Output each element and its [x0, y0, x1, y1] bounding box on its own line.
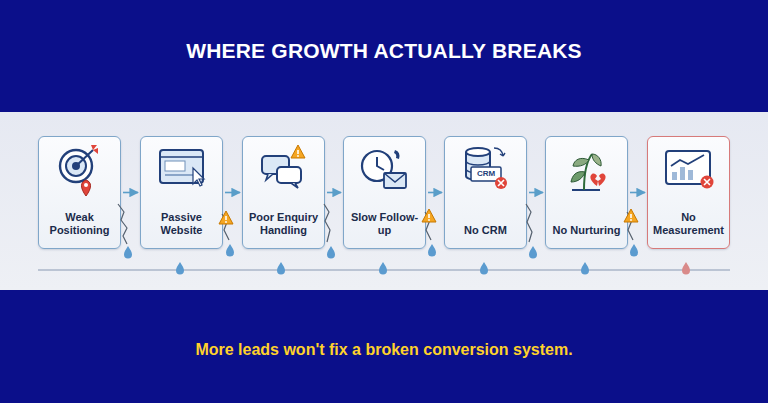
flow-arrow — [428, 192, 442, 194]
leak-drop — [428, 244, 436, 257]
leak-drop — [529, 246, 537, 259]
target-ring — [66, 156, 86, 176]
flow-arrow — [327, 192, 341, 194]
leak-drop — [176, 262, 184, 275]
crack — [222, 214, 229, 240]
clock-hands — [377, 157, 384, 170]
leak-drop — [124, 246, 132, 259]
chart-bar — [688, 170, 693, 180]
process-box: Weak Positioning — [38, 136, 121, 249]
mouse-cursor — [193, 168, 204, 186]
process-box: No Measurement — [647, 136, 730, 249]
chart-bar — [672, 172, 677, 180]
chart-bar — [680, 167, 685, 180]
phone-symbol — [394, 150, 400, 159]
clock-icon — [362, 150, 406, 188]
process-box: No CRM — [444, 136, 527, 249]
plant-stem — [584, 154, 592, 190]
chart-card — [666, 151, 710, 184]
chat-icon — [262, 145, 305, 188]
warning-triangle — [291, 145, 305, 158]
location-pin — [82, 180, 91, 196]
warning-triangle — [219, 211, 233, 224]
target-arrow — [76, 150, 93, 166]
error-badge — [701, 176, 714, 189]
crack — [627, 212, 633, 240]
crack — [526, 204, 532, 242]
envelope-flap — [384, 173, 406, 182]
warning-triangle — [422, 209, 436, 222]
crack-marks — [118, 204, 633, 244]
browser-bar — [160, 156, 203, 158]
target-icon — [60, 145, 98, 196]
leak-drop — [682, 262, 690, 275]
target-ring — [60, 150, 92, 182]
box-label: Slow Follow-up — [347, 211, 422, 237]
diagram-caption: More leads won't fix a broken conversion… — [0, 339, 768, 361]
timeline-line — [38, 269, 730, 271]
process-box: Passive Website — [140, 136, 223, 249]
browser-icon — [160, 150, 204, 186]
process-box: Slow Follow-up — [343, 136, 426, 249]
envelope — [384, 173, 406, 188]
page-line — [165, 174, 195, 176]
broken-heart — [598, 174, 606, 186]
error-cross — [498, 180, 504, 186]
diagram-title: WHERE GROWTH ACTUALLY BREAKS — [0, 38, 768, 64]
leak-drop — [581, 262, 589, 275]
leaf — [573, 158, 589, 166]
plant-icon — [571, 154, 606, 190]
box-label: Poor Enquiry Handling — [246, 211, 321, 237]
box-label: Passive Website — [144, 211, 219, 237]
database-top — [466, 148, 490, 156]
chart-line — [671, 155, 704, 166]
leaf — [571, 172, 585, 182]
box-label: No Nurturing — [553, 224, 621, 237]
box-label: Weak Positioning — [42, 211, 117, 237]
leaf — [592, 154, 601, 166]
crack — [118, 204, 127, 244]
leak-drops — [124, 244, 690, 275]
arrow-feather — [91, 145, 98, 154]
box-label: No CRM — [464, 224, 507, 237]
target-center — [72, 162, 80, 170]
sync-arrow — [494, 148, 505, 156]
warning-triangle — [624, 209, 638, 222]
flow-arrow — [225, 192, 240, 194]
chat-bubble — [262, 156, 289, 174]
page-block — [165, 161, 185, 171]
flow-arrow — [529, 192, 543, 194]
process-box: Poor Enquiry Handling — [242, 136, 325, 249]
process-box: No Nurturing — [545, 136, 628, 249]
panel-band — [0, 112, 768, 290]
error-badge — [495, 177, 507, 189]
icon-label: CRM — [471, 167, 501, 181]
flow-arrow — [123, 192, 138, 194]
error-cross — [704, 179, 710, 185]
leak-drop — [327, 246, 335, 259]
leak-drop — [379, 262, 387, 275]
chat-bubble — [277, 167, 301, 183]
leak-drop — [630, 244, 638, 257]
leak-drop — [277, 262, 285, 275]
box-label: No Measurement — [651, 211, 726, 237]
browser-window — [160, 150, 203, 183]
leak-drop — [480, 262, 488, 275]
clock-face — [362, 151, 392, 181]
crm-box — [471, 167, 501, 181]
broken-heart — [590, 174, 598, 186]
crack — [324, 204, 330, 242]
pin-dot — [84, 183, 88, 187]
bubble-tail — [291, 183, 298, 188]
crack — [425, 212, 431, 240]
leak-drop — [226, 244, 234, 257]
bubble-tail — [266, 174, 273, 180]
ground-line — [572, 189, 600, 191]
flow-arrow — [630, 192, 645, 194]
database-icon — [466, 148, 507, 189]
chart-icon — [666, 151, 714, 189]
